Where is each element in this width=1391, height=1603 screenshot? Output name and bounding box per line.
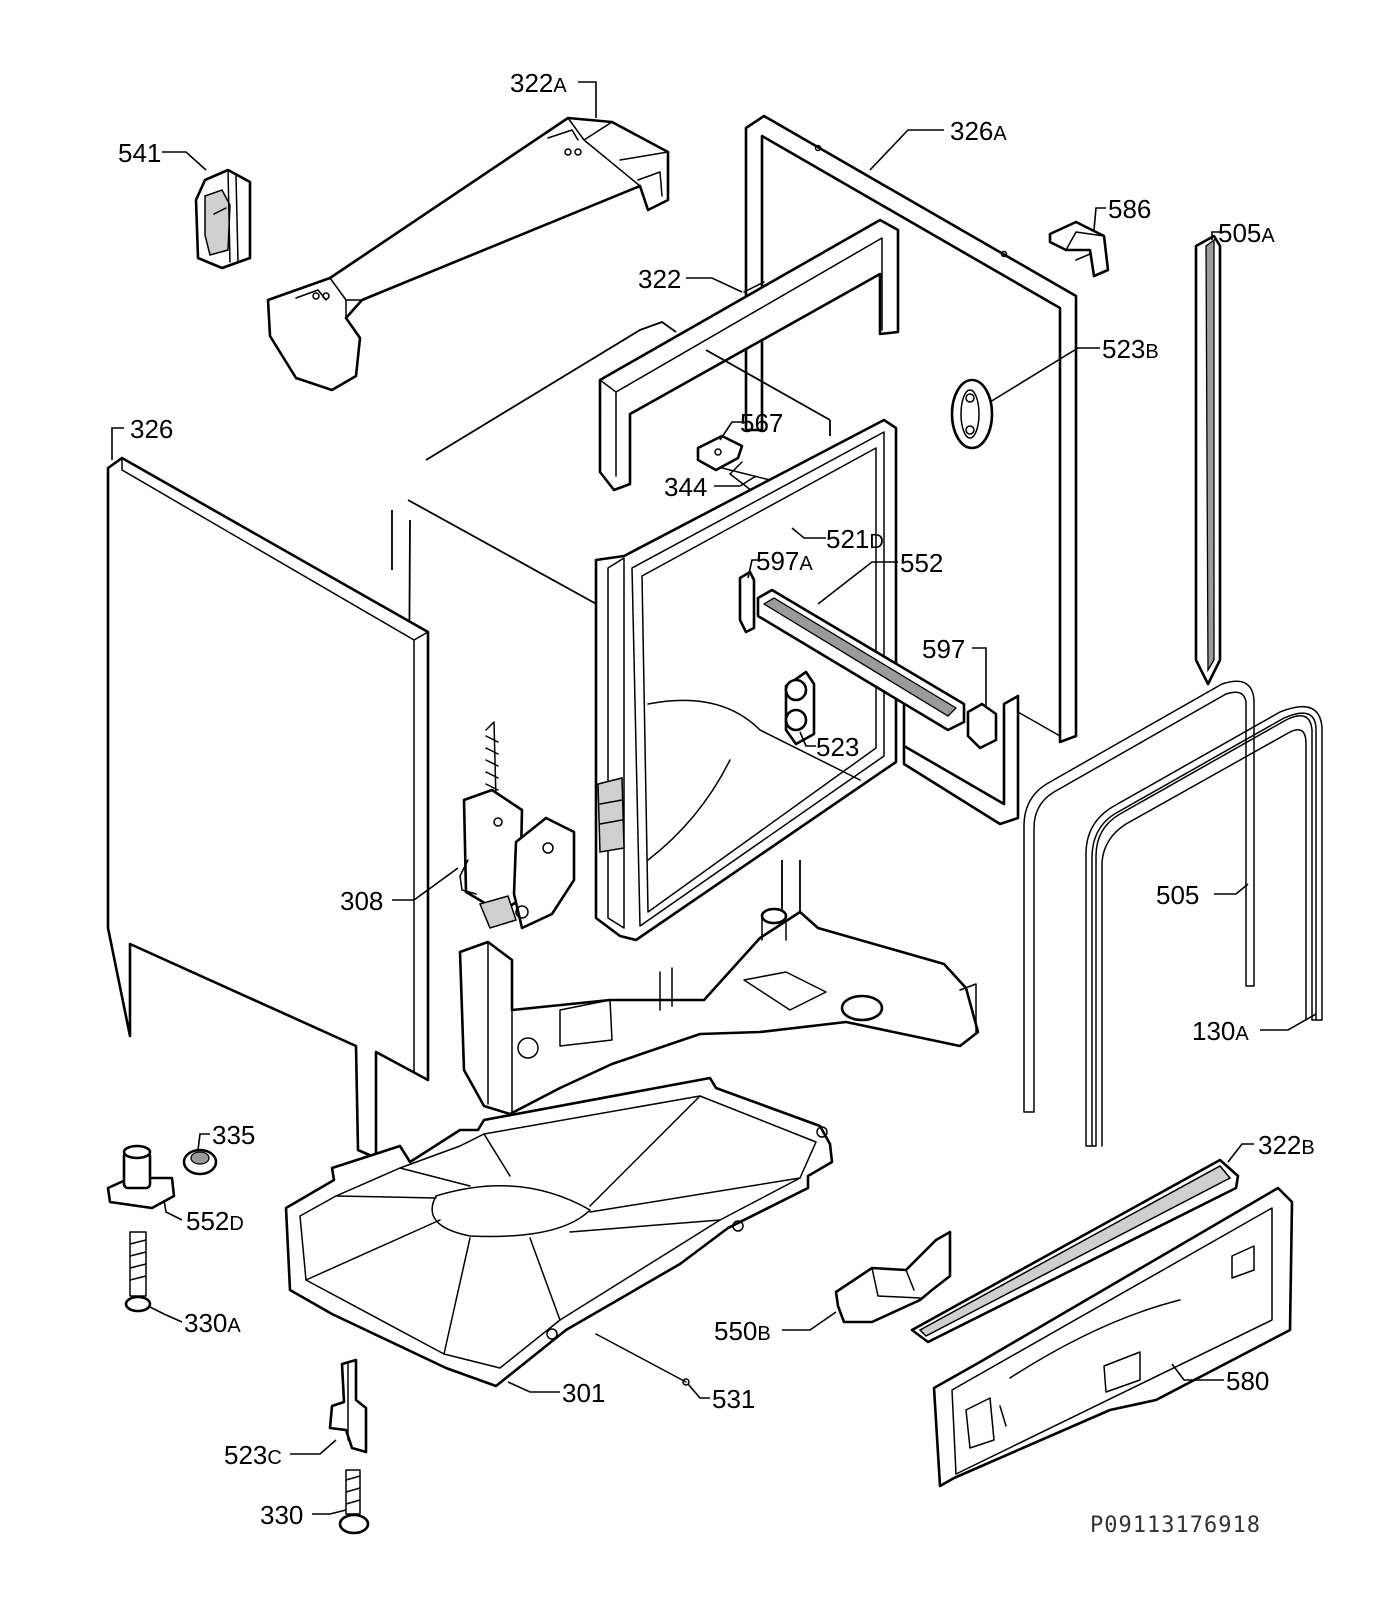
callout-labels: 322A 541 326A 586 505A 322 523B 326 567 … bbox=[118, 68, 1315, 1530]
callout-330A: 330A bbox=[184, 1308, 241, 1338]
part-597-clip bbox=[966, 702, 998, 750]
part-308-hinge bbox=[459, 721, 576, 930]
callout-521D: 521D bbox=[826, 524, 884, 554]
leader-lines bbox=[111, 81, 1317, 1515]
part-130A-seal bbox=[1085, 705, 1323, 1147]
callout-330: 330 bbox=[260, 1500, 303, 1530]
part-326-side-panel bbox=[106, 456, 430, 1160]
part-322B-lower-rail bbox=[910, 1158, 1240, 1344]
callout-550B: 550B bbox=[714, 1316, 771, 1346]
part-523-grommet bbox=[784, 670, 816, 746]
part-531-rod bbox=[595, 1333, 690, 1386]
part-326A-rear-frame bbox=[744, 114, 1078, 826]
part-door-frame bbox=[594, 418, 898, 942]
part-550B-support bbox=[834, 1230, 952, 1324]
part-580-base-plate bbox=[932, 1186, 1294, 1488]
part-322-front-frame bbox=[598, 218, 900, 492]
callout-523C: 523C bbox=[224, 1440, 282, 1470]
part-322A-upper-rail bbox=[266, 116, 670, 392]
callout-552: 552 bbox=[900, 548, 943, 578]
callout-580: 580 bbox=[1226, 1366, 1269, 1396]
callout-322A: 322A bbox=[510, 68, 567, 98]
callout-523B: 523B bbox=[1102, 334, 1159, 364]
part-567-clip bbox=[696, 434, 744, 472]
part-523B-plug bbox=[950, 378, 994, 450]
callout-567: 567 bbox=[740, 408, 783, 438]
callout-541: 541 bbox=[118, 138, 161, 168]
part-335-nut bbox=[182, 1148, 218, 1176]
callout-505A: 505A bbox=[1218, 218, 1275, 248]
part-505-seal bbox=[1023, 680, 1255, 1113]
callout-130A: 130A bbox=[1192, 1016, 1249, 1046]
callout-597: 597 bbox=[922, 634, 965, 664]
callout-344: 344 bbox=[664, 472, 707, 502]
callout-523: 523 bbox=[816, 732, 859, 762]
callout-326: 326 bbox=[130, 414, 173, 444]
callout-505: 505 bbox=[1156, 880, 1199, 910]
callout-552D: 552D bbox=[186, 1206, 244, 1236]
callout-326A: 326A bbox=[950, 116, 1007, 146]
callout-322B: 322B bbox=[1258, 1130, 1315, 1160]
part-base-housing bbox=[458, 907, 980, 1116]
part-541-clip bbox=[194, 168, 252, 270]
callout-308: 308 bbox=[340, 886, 383, 916]
callout-301: 301 bbox=[562, 1378, 605, 1408]
callout-586: 586 bbox=[1108, 194, 1151, 224]
part-505A-strip bbox=[1194, 234, 1222, 686]
callout-531: 531 bbox=[712, 1384, 755, 1414]
part-586-bracket bbox=[1048, 220, 1110, 278]
callout-322: 322 bbox=[638, 264, 681, 294]
part-523C-bracket bbox=[328, 1358, 368, 1454]
part-301-base-tray bbox=[284, 1076, 834, 1388]
part-552-rail bbox=[756, 588, 966, 732]
document-code: P09113176918 bbox=[1090, 1513, 1261, 1538]
callout-335: 335 bbox=[212, 1120, 255, 1150]
part-330-screw bbox=[338, 1469, 370, 1535]
part-552D-solenoid bbox=[106, 1144, 176, 1210]
callout-597A: 597A bbox=[756, 546, 813, 576]
part-330A-screw bbox=[124, 1231, 152, 1313]
part-597A-clip bbox=[738, 570, 756, 634]
